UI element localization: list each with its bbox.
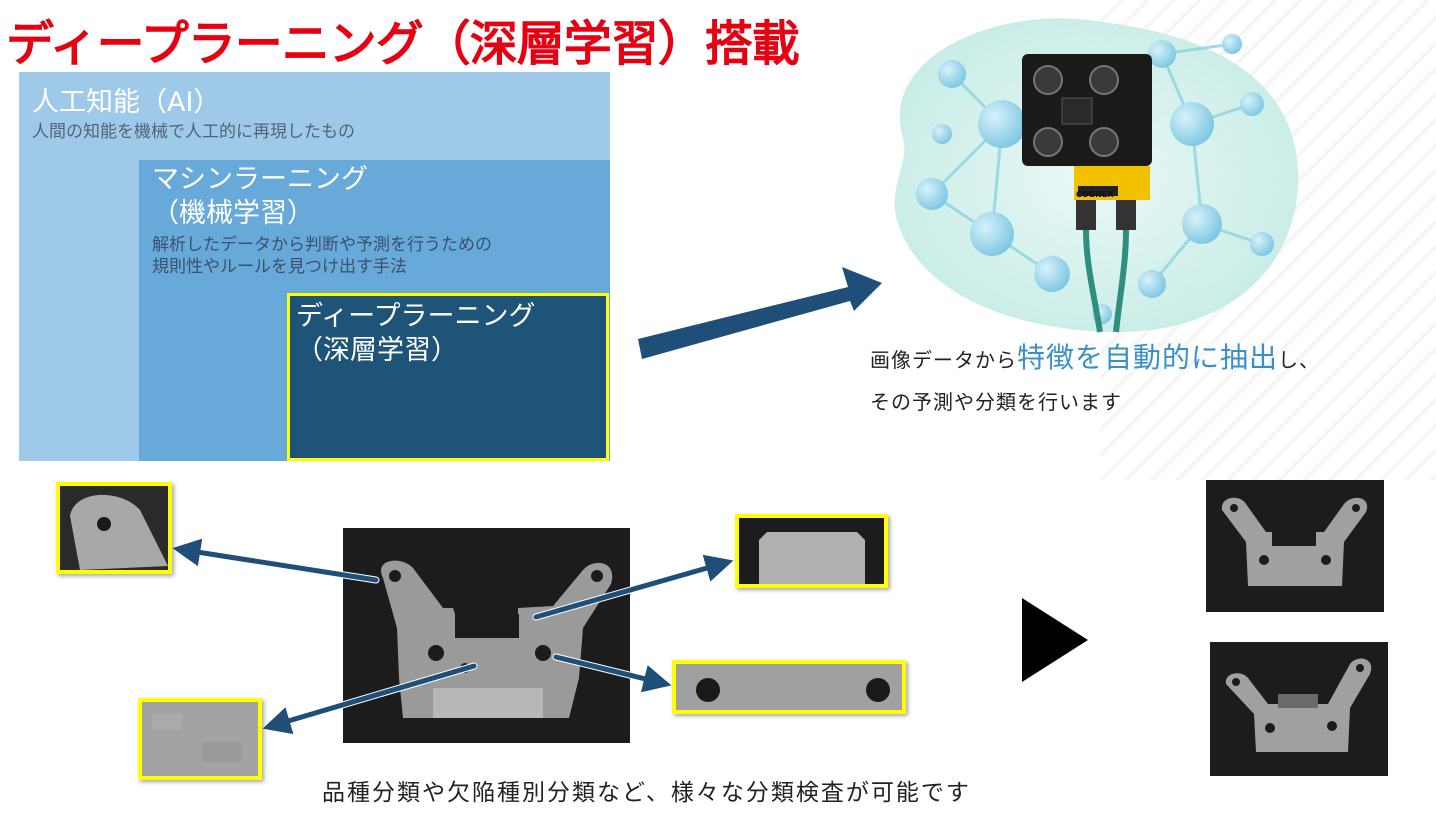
bottom-caption: 品種分類や欠陥種別分類など、様々な分類検査が可能です [322,780,971,806]
crop-surface [138,698,262,780]
play-triangle-icon [1022,598,1088,682]
ai-heading: 人工知能（AI） [32,87,221,118]
feature-highlight: 特徴を自動的に抽出 [1017,341,1279,374]
deep-learning-box [287,293,609,461]
page-title: ディープラーニング（深層学習）搭載 [6,16,800,72]
dl-heading: ディープラーニング （深層学習） [296,300,536,368]
crop-notch [735,514,888,588]
result-photo-bottom [1210,642,1388,776]
dl-heading-line2: （深層学習） [296,335,458,366]
crop-hole-tab [56,482,172,574]
feature-caption-line1: 画像データから特徴を自動的に抽出し、 [870,336,1320,376]
feature-prefix: 画像データから [870,348,1017,372]
arrow-to-camera-icon [638,267,882,359]
feature-suffix: し、 [1278,348,1321,372]
dl-heading-line1: ディープラーニング [296,301,536,332]
ml-heading: マシンラーニング （機械学習） [152,163,368,231]
feature-caption-line2: その予測や分類を行います [870,390,1122,414]
ml-heading-line1: マシンラーニング [152,164,368,195]
part-photo-main [343,528,630,743]
result-photo-top [1206,480,1384,612]
ml-heading-line2: （機械学習） [152,198,314,229]
camera-icon [1022,54,1152,333]
ml-description-line1: 解析したデータから判断や予測を行うための [152,235,492,255]
ml-description-line2: 規則性やルールを見つけ出す手法 [152,257,407,277]
camera-brand-label: COGNEX [1076,190,1114,199]
neural-network-illustration [894,18,1299,333]
crop-two-holes [672,660,906,714]
ai-description: 人間の知能を機械で人工的に再現したもの [32,122,355,142]
ml-description: 解析したデータから判断や予測を行うための 規則性やルールを見つけ出す手法 [152,234,492,278]
